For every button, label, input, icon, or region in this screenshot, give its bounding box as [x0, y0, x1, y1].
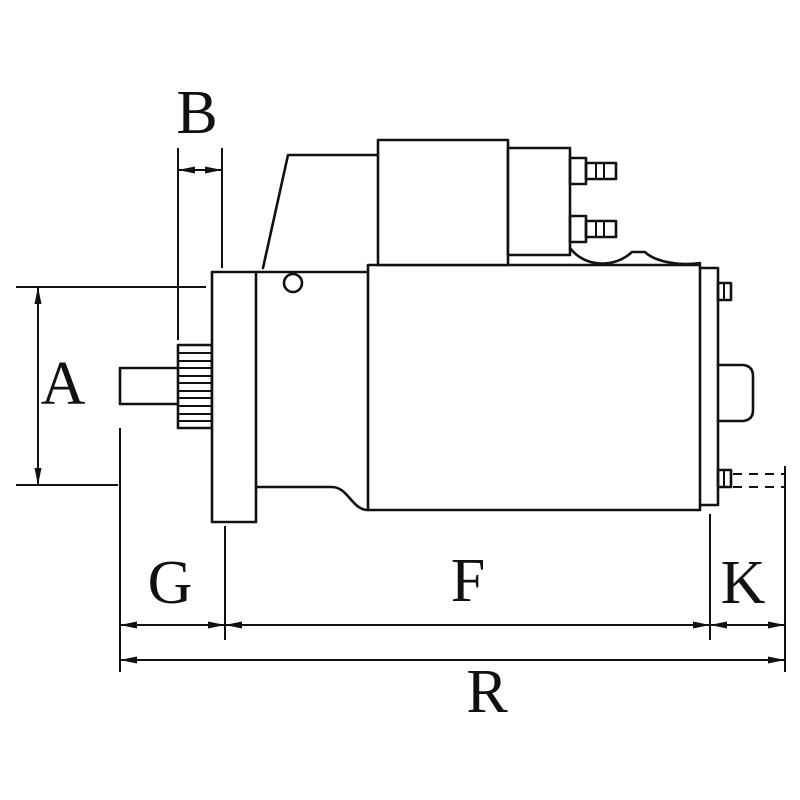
dim-label-R: R — [466, 658, 508, 726]
starter-motor-drawing — [118, 138, 786, 524]
dimension-F: F — [225, 547, 710, 629]
dim-label-A: A — [41, 350, 86, 418]
dimension-G: G — [120, 549, 225, 629]
dimension-K: K — [710, 549, 785, 629]
through-bolt-upper — [716, 281, 733, 302]
extension-lines-bottom — [119, 428, 786, 672]
motor-body — [366, 263, 702, 512]
dimension-R: R — [120, 656, 785, 726]
drive-housing — [254, 153, 382, 512]
housing-hole — [282, 272, 304, 294]
rear-shaft-stub — [716, 363, 755, 423]
terminal-stud-upper — [568, 156, 618, 186]
solenoid — [376, 138, 702, 267]
dim-label-F: F — [451, 547, 485, 615]
dim-label-B: B — [176, 79, 217, 147]
through-bolt-lower — [716, 468, 733, 489]
dimension-B: B — [176, 79, 223, 340]
dim-label-G: G — [148, 549, 193, 617]
end-cap — [698, 266, 786, 507]
pinion-gear — [176, 343, 214, 430]
dim-label-K: K — [721, 549, 766, 617]
solenoid-wire-bracket — [568, 246, 702, 266]
mounting-flange — [210, 270, 258, 524]
drive-shaft — [118, 366, 180, 406]
hidden-bolt-lines — [733, 473, 786, 488]
solenoid-terminals — [568, 156, 618, 244]
terminal-stud-lower — [568, 214, 618, 244]
dimension-A: A — [16, 286, 206, 486]
